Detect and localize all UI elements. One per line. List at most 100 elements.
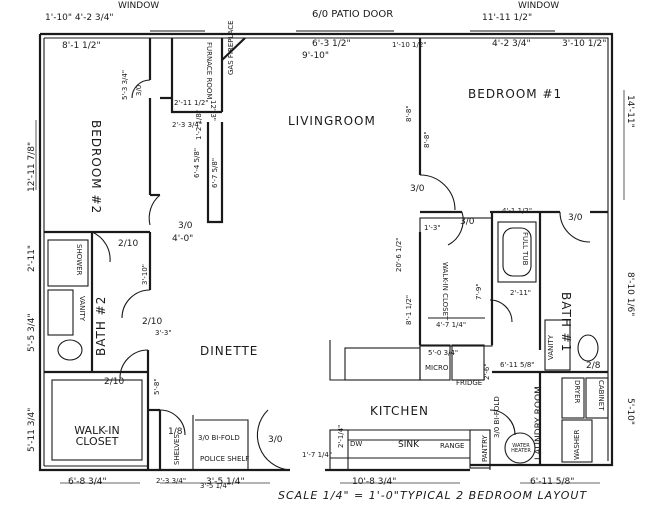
layout-title: TYPICAL 2 BEDROOM LAYOUT xyxy=(400,489,588,502)
bedroom2-walls xyxy=(44,38,160,290)
full-tub-label: FULL TUB xyxy=(521,232,529,266)
dim-2-3-34: 2'-3 3/4" xyxy=(172,121,203,129)
walkin-closet-left xyxy=(51,350,249,470)
room-walkin-closet-right: WALK-IN CLOSET xyxy=(441,262,449,321)
dim-3-5-14: 3'-5 1/4" xyxy=(200,482,231,490)
gas-fireplace-label: GAS FIREPLACE xyxy=(227,20,235,75)
dim-1-2-8: 1'-2 1/8" xyxy=(195,109,203,140)
dim-top-mid2: 9'-10" xyxy=(302,51,330,61)
bath2 xyxy=(44,232,148,374)
dim-2-8: 2/8 xyxy=(586,361,601,371)
bifold2-label: 3/0 BI-FOLD xyxy=(493,396,501,438)
window-right-dims: 11'-11 1/2" xyxy=(482,13,533,23)
dim-8-8b: 8'-8" xyxy=(423,131,431,148)
scale-label: SCALE 1/4" = 1'-0" xyxy=(278,489,400,502)
dim-left-5113: 5'-11 3/4" xyxy=(27,407,37,452)
room-laundry: LAUNDRY ROOM xyxy=(534,386,544,460)
room-kitchen: KITCHEN xyxy=(370,404,429,418)
dim-bed2-height: 12'-11 7/8" xyxy=(27,141,37,192)
dim-3-0f: 3/0 xyxy=(460,217,475,227)
range-label: RANGE xyxy=(440,442,465,450)
police-shelf-label: POLICE SHELF xyxy=(200,455,250,463)
room-bath1: BATH #1 xyxy=(559,292,573,353)
dim-12-3: 12'-3" xyxy=(209,100,217,122)
dim-1-7: 1'-7 1/4" xyxy=(302,451,333,459)
dim-b1-right: 8'-10 1/6" xyxy=(625,272,635,317)
furnace-walls xyxy=(160,38,224,114)
dim-1-8: 1/8 xyxy=(168,427,183,437)
room-walkin-closet: WALK-IN CLOSET xyxy=(74,424,120,448)
room-furnace: FURNACE ROOM xyxy=(205,42,213,100)
vanity-left-label: VANITY xyxy=(78,296,86,321)
dim-5-3-34: 5'-3 3/4" xyxy=(121,69,129,100)
fireplace-walls xyxy=(206,37,246,224)
dim-top-r3: 3'-10 1/2" xyxy=(562,39,607,49)
dim-bottom-m: 2'-3 3/4" xyxy=(156,477,187,485)
dim-2-11b: 2'-11" xyxy=(510,289,532,297)
patio-door-label: 6/0 PATIO DOOR xyxy=(312,9,394,20)
dimension-lines xyxy=(35,90,625,484)
sink-label: SINK xyxy=(398,440,420,450)
fridge-label: FRIDGE xyxy=(456,379,483,387)
window-left-dims: 1'-10" 4'-2 3/4" xyxy=(45,13,114,23)
pantry-label: PANTRY xyxy=(481,435,489,462)
dim-4-1: 4'-1 1/2" xyxy=(502,207,533,215)
dim-5-03: 5'-0 3/4" xyxy=(428,349,459,357)
dim-2-10b: 2/10 xyxy=(142,317,163,327)
walkin-closet-right xyxy=(419,212,494,347)
dim-3-0c: 3/0 xyxy=(268,435,283,445)
shower-label: SHOWER xyxy=(75,244,83,276)
dim-3-3: 3'-3" xyxy=(155,329,172,337)
micro-label: MICRO xyxy=(425,364,449,372)
dim-1-3: 1'-3" xyxy=(424,224,441,232)
dim-top-r2: 4'-2 3/4" xyxy=(492,39,531,49)
dim-top-left: 8'-1 1/2" xyxy=(62,41,101,51)
dim-top-r1: 1'-10 1/2" xyxy=(392,41,427,49)
dim-b1-right2: 5'-10" xyxy=(625,398,635,426)
dryer-label: DRYER xyxy=(573,380,581,404)
dim-6-7-58: 6'-7 5/8" xyxy=(211,157,219,188)
window-left-label: WINDOW xyxy=(118,1,160,11)
dim-30b: 3/0 xyxy=(410,184,425,194)
dim-top-mid: 6'-3 1/2" xyxy=(312,39,351,49)
dim-3-10: 3'-10" xyxy=(141,263,149,285)
dim-2-1: 2'-1/4" xyxy=(337,424,345,448)
dim-6-4-58: 6'-4 5/8" xyxy=(193,147,201,178)
dim-bottom-r: 6'-11 5/8" xyxy=(530,477,575,487)
dim-2-10: 2/10 xyxy=(118,239,139,249)
dim-left-22: 2'-11" xyxy=(27,244,37,272)
washer-label: WASHER xyxy=(573,429,581,460)
dim-8-1: 8'-1 1/2" xyxy=(405,294,413,325)
room-dinette: DINETTE xyxy=(200,344,259,358)
dim-30: 3/0 xyxy=(135,84,143,96)
kitchen-counters xyxy=(329,340,491,471)
dim-4-0: 4'-0" xyxy=(172,234,194,244)
dim-4-71: 4'-7 1/4" xyxy=(436,321,467,329)
dim-5-8: 5'-8" xyxy=(153,378,161,395)
shelves-label: SHELVES xyxy=(173,434,181,465)
laundry-walls xyxy=(504,372,609,465)
dim-bed1-height: 14'-11" xyxy=(625,95,635,128)
dim-6-11: 6'-11 5/8" xyxy=(500,361,535,369)
bath1 xyxy=(492,212,608,374)
dim-bottom-m2: 3'-5 1/4" xyxy=(206,477,245,487)
dim-bottom-k: 10'-8 3/4" xyxy=(352,477,397,487)
dim-2-6: 2'-6" xyxy=(483,363,491,380)
dim-left-355: 5'-5 3/4" xyxy=(27,313,37,352)
windows xyxy=(150,30,555,35)
dim-bottom-l: 6'-8 3/4" xyxy=(68,477,107,487)
cabinet-label: CABINET xyxy=(597,380,605,411)
dim-2-11: 2'-11 1/2" xyxy=(174,99,209,107)
dim-20-6: 20'-6 1/2" xyxy=(395,237,403,272)
room-livingroom: LIVINGROOM xyxy=(288,114,376,128)
room-bedroom1: BEDROOM #1 xyxy=(468,87,563,101)
door-swings xyxy=(91,79,591,471)
dim-2-10c: 2/10 xyxy=(104,377,125,387)
room-bedroom2: BEDROOM #2 xyxy=(89,120,103,215)
dim-3-0e: 3/0 xyxy=(568,213,583,223)
water-heater-label: WATER HEATER xyxy=(511,443,531,454)
dim-3-0d: 3/0 xyxy=(178,221,193,231)
vanity-right-label: VANITY xyxy=(547,335,555,360)
